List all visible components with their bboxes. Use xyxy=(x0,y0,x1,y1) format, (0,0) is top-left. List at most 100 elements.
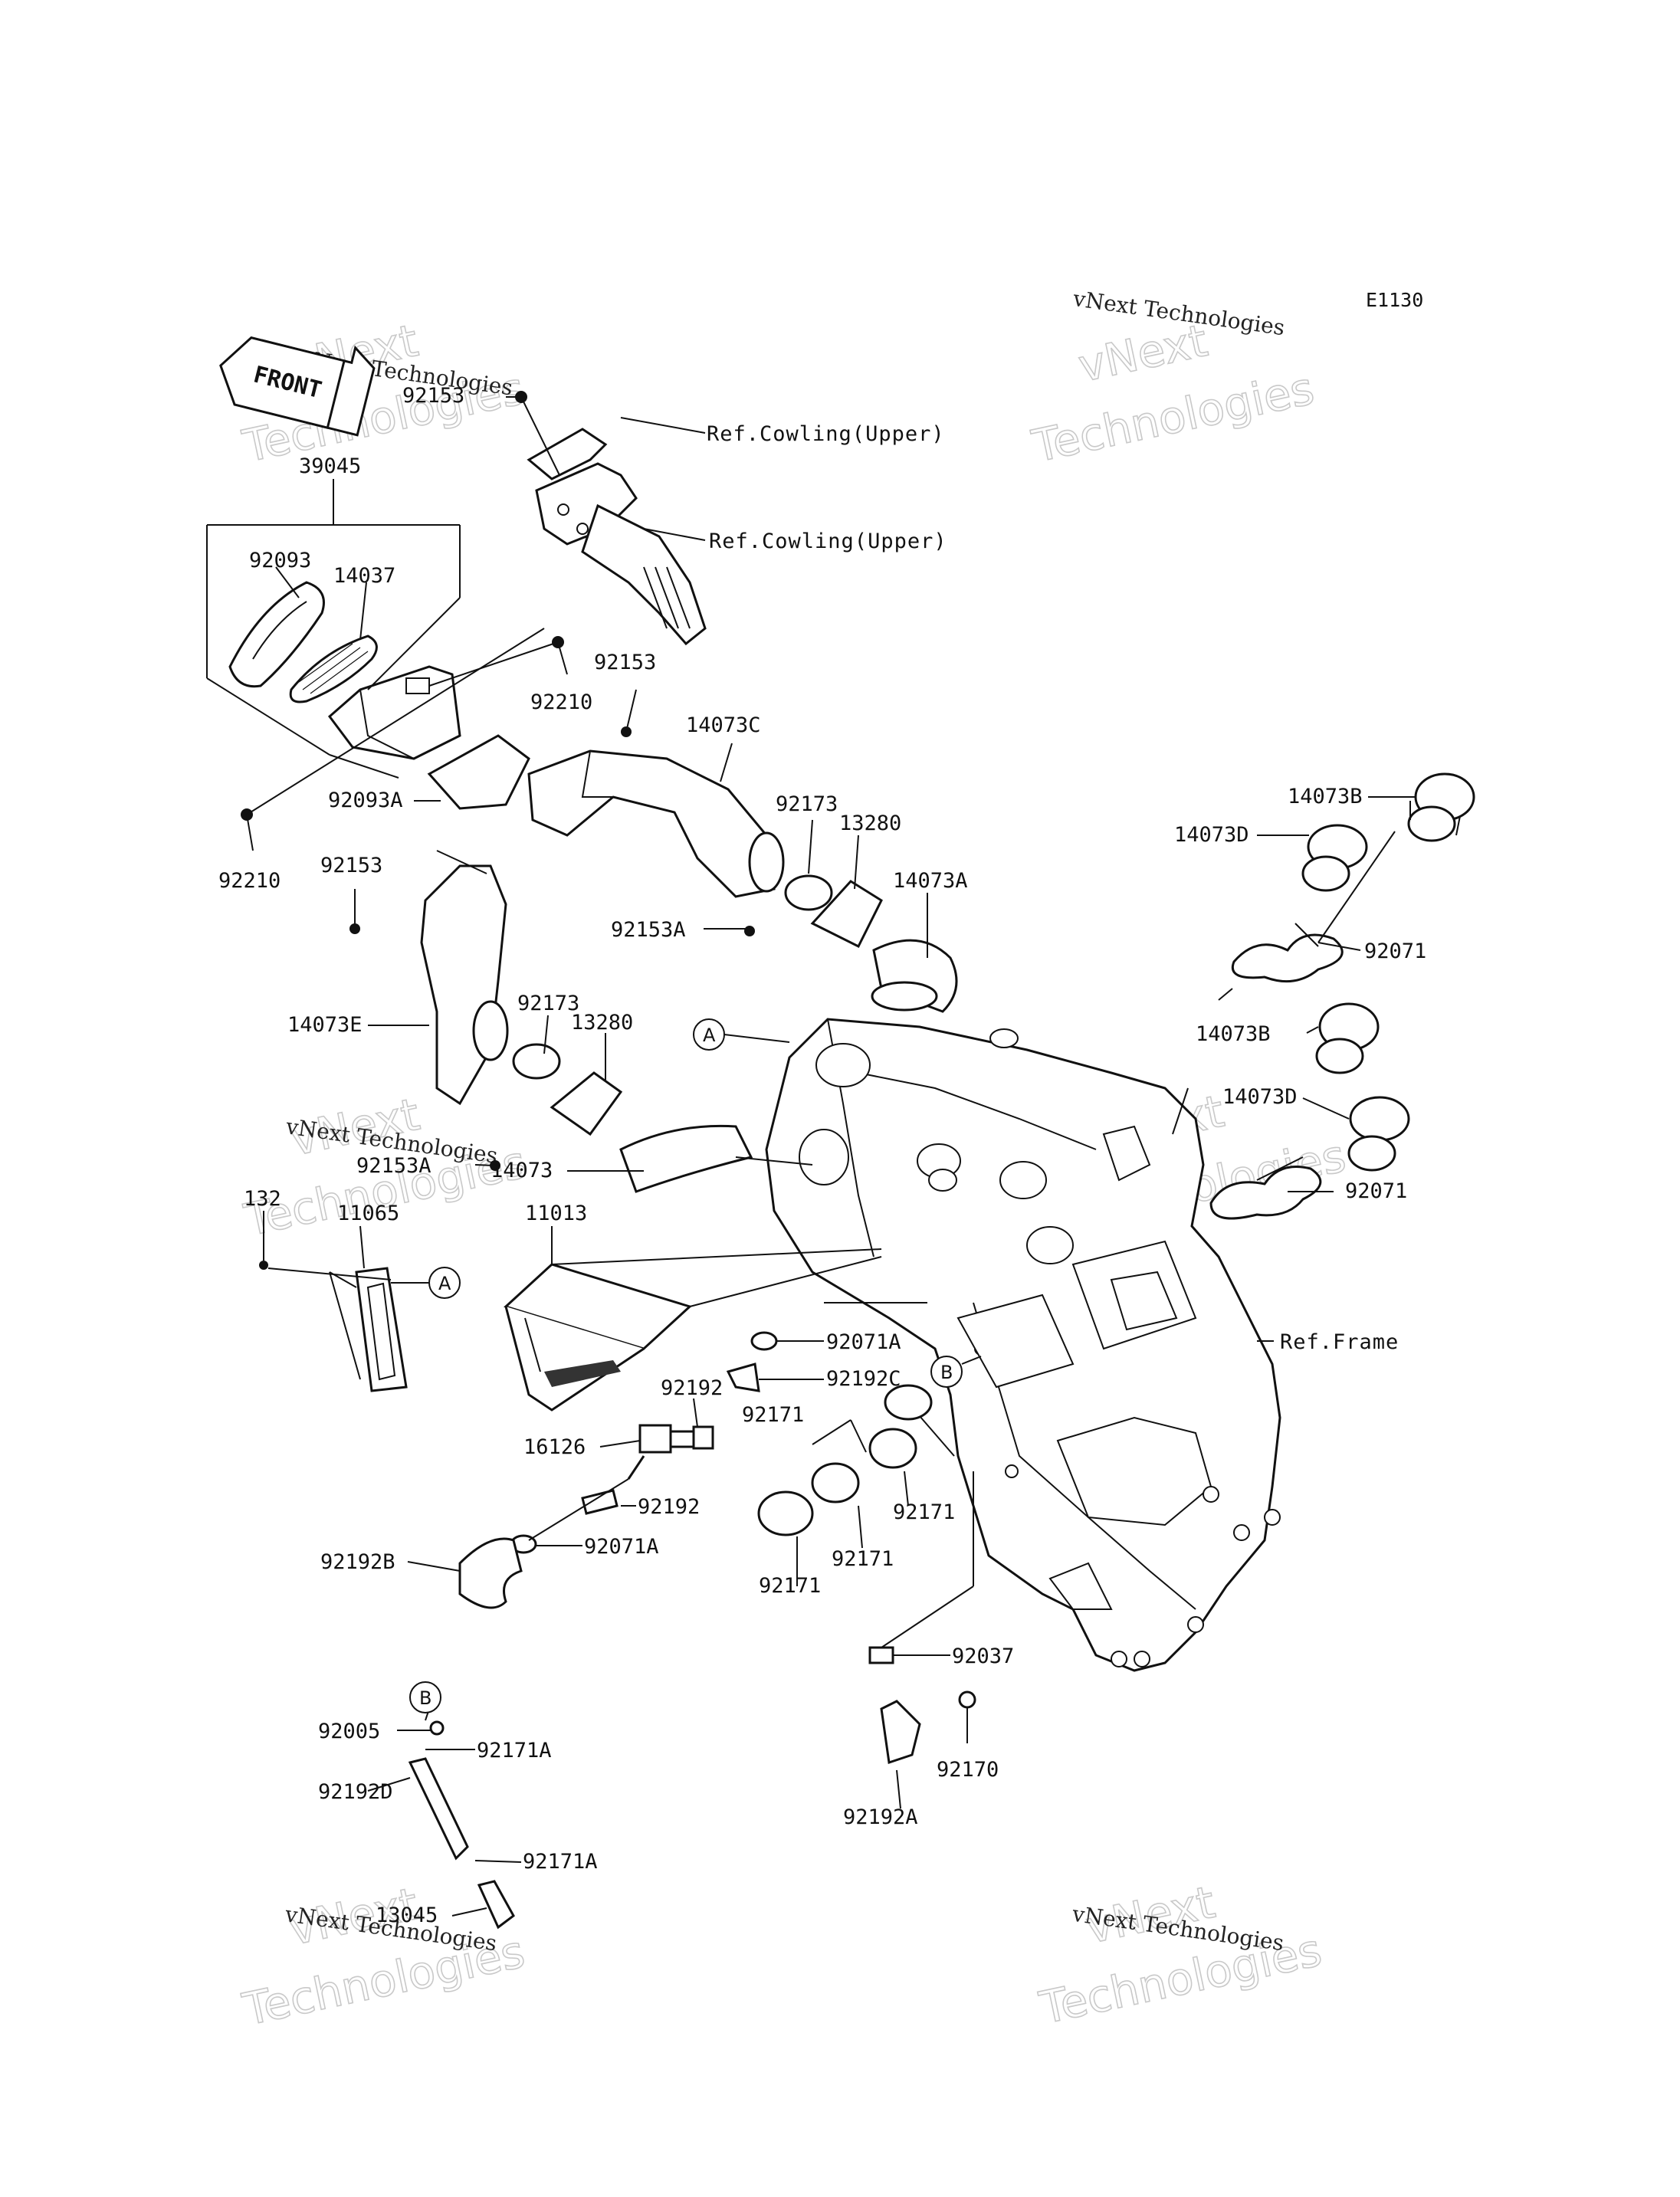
air-filter-11013 xyxy=(504,1263,692,1412)
label-14073: 14073 xyxy=(491,1159,553,1182)
funnel-14073D-b xyxy=(1347,1096,1410,1172)
label-92171A-a: 92171A xyxy=(477,1739,552,1763)
ref-frame: Ref.Frame xyxy=(1280,1330,1399,1354)
gasket-13280-b xyxy=(550,1071,623,1136)
label-92071A-b: 92071A xyxy=(584,1535,659,1559)
label-13280-a: 13280 xyxy=(839,812,901,835)
gasket-92071-b xyxy=(1209,1166,1322,1220)
label-92005: 92005 xyxy=(318,1720,380,1743)
label-92037: 92037 xyxy=(952,1644,1014,1668)
label-14073B-a: 14073B xyxy=(1288,785,1363,808)
callout-a-top: A xyxy=(693,1018,725,1051)
label-92192-b: 92192 xyxy=(638,1495,700,1519)
label-14073E: 14073E xyxy=(287,1013,363,1037)
label-92173-b: 92173 xyxy=(517,992,579,1015)
label-11013: 11013 xyxy=(525,1202,587,1225)
svg-text:A: A xyxy=(438,1273,451,1294)
label-92171A-b: 92171A xyxy=(523,1850,598,1874)
hose-92192D xyxy=(408,1757,469,1861)
label-92210-b: 92210 xyxy=(218,869,281,893)
label-92192D: 92192D xyxy=(318,1780,393,1804)
clamp-92173-a xyxy=(784,874,833,911)
label-92071-b: 92071 xyxy=(1345,1179,1407,1203)
label-92192C: 92192C xyxy=(826,1367,901,1391)
label-92153-top: 92153 xyxy=(402,384,464,408)
callout-a-side: A xyxy=(428,1267,461,1299)
svg-text:B: B xyxy=(940,1362,953,1383)
fitting-92005 xyxy=(429,1720,445,1736)
label-14073C: 14073C xyxy=(686,713,761,737)
seal-14073A xyxy=(871,981,938,1012)
grommet-92071A-a xyxy=(750,1331,778,1351)
clamp-92171-a xyxy=(868,1428,917,1469)
label-92173-a: 92173 xyxy=(776,792,838,816)
label-92192B: 92192B xyxy=(320,1550,395,1574)
label-92171-a: 92171 xyxy=(742,1403,804,1427)
clamp-92173-b xyxy=(512,1043,561,1080)
diagram-code: E1130 xyxy=(1366,289,1423,311)
label-92153-c: 92153 xyxy=(320,854,382,877)
front-arrow-icon: FRONT xyxy=(219,336,376,437)
label-92093: 92093 xyxy=(249,549,311,572)
funnel-14073B-a xyxy=(1407,772,1475,842)
label-14037: 14037 xyxy=(333,564,395,588)
clamp-92171-b xyxy=(811,1462,860,1503)
gasket-92071-a xyxy=(1232,933,1344,983)
label-92093A: 92093A xyxy=(328,789,403,812)
plate-11065 xyxy=(355,1267,408,1392)
label-14073D-b: 14073D xyxy=(1222,1085,1298,1109)
label-92171-c: 92171 xyxy=(832,1547,894,1571)
duct-14073 xyxy=(619,1124,753,1193)
svg-text:A: A xyxy=(703,1025,716,1046)
label-92192A: 92192A xyxy=(843,1805,918,1829)
clamp-92170 xyxy=(958,1690,976,1709)
label-92153-b: 92153 xyxy=(594,651,656,674)
label-92153A-a: 92153A xyxy=(611,918,686,942)
callout-b-frame: B xyxy=(930,1356,963,1388)
clamp-92171-d xyxy=(884,1384,933,1421)
part-labels: 92153 39045 92093 14037 92210 92153 1407… xyxy=(218,384,1426,1927)
gasket-13280-a xyxy=(810,880,883,949)
label-14073A: 14073A xyxy=(893,869,968,893)
funnel-14073D-a xyxy=(1301,824,1368,892)
svg-text:B: B xyxy=(419,1687,431,1709)
leader-lines xyxy=(206,396,1416,1917)
valve-16126 xyxy=(627,1424,714,1480)
label-11065: 11065 xyxy=(337,1202,399,1225)
duct-14073E xyxy=(420,864,509,1106)
label-92071A-a: 92071A xyxy=(826,1330,901,1354)
hose-92192C xyxy=(726,1362,760,1392)
label-39045: 39045 xyxy=(299,454,361,478)
label-92170: 92170 xyxy=(937,1758,999,1782)
duct-14073C xyxy=(527,749,785,898)
label-14073B-b: 14073B xyxy=(1196,1022,1271,1046)
label-14073D-a: 14073D xyxy=(1174,823,1249,847)
label-13045: 13045 xyxy=(376,1904,438,1927)
hose-92192-b xyxy=(581,1489,619,1515)
screw-132 xyxy=(259,1261,268,1270)
filter-13045 xyxy=(477,1880,515,1930)
svg-text:Technologies: Technologies xyxy=(1028,362,1319,473)
mesh-14037 xyxy=(289,635,378,703)
duct-cover-92093 xyxy=(228,581,325,688)
label-92071-a: 92071 xyxy=(1364,939,1426,963)
label-13280-b: 13280 xyxy=(571,1011,633,1035)
label-92210-a: 92210 xyxy=(530,690,592,714)
clamp-92171-c xyxy=(757,1490,814,1536)
funnel-14073B-b xyxy=(1315,1002,1380,1074)
callout-b-bottom: B xyxy=(409,1681,441,1713)
label-92171-b: 92171 xyxy=(893,1500,955,1524)
ref-cowling-upper-1: Ref.Cowling(Upper) xyxy=(707,422,945,446)
frame-airbox xyxy=(765,1018,1281,1672)
hose-92192B xyxy=(458,1537,523,1609)
duct-box-39045 xyxy=(327,665,461,760)
label-92192-a: 92192 xyxy=(661,1376,723,1400)
cowling-bracket xyxy=(515,391,707,646)
label-92171-d: 92171 xyxy=(759,1574,821,1598)
duct-92093A xyxy=(427,734,530,810)
joint-92037 xyxy=(868,1646,894,1664)
label-16126: 16126 xyxy=(523,1435,586,1459)
label-92153A-b: 92153A xyxy=(356,1154,431,1178)
ref-cowling-upper-2: Ref.Cowling(Upper) xyxy=(709,530,947,553)
